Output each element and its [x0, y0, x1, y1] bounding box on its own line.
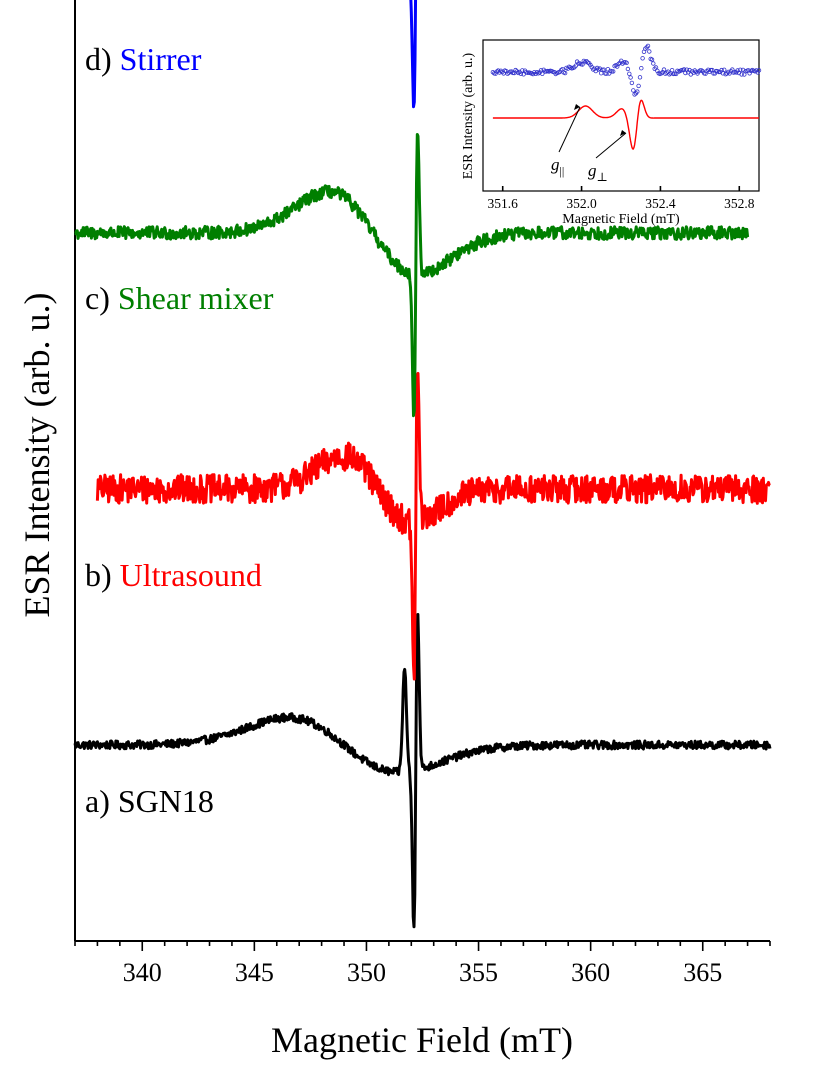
inset-data-point [738, 67, 743, 72]
inset-data-point [649, 57, 655, 62]
inset-data-point [592, 66, 597, 71]
inset-tick-label-351.6: 351.6 [488, 196, 519, 211]
inset-data-point [581, 58, 586, 64]
series-label-2: c) Shear mixer [85, 280, 274, 316]
inset-data-point [640, 56, 645, 61]
inset-data-point [627, 71, 632, 76]
inset-data-point [600, 67, 605, 72]
x-tick-label-340: 340 [123, 958, 162, 987]
series-label-1: b) Ultrasound [85, 557, 262, 593]
inset-data-point [722, 67, 727, 72]
inset-annotation-subscript-1: ⊥ [597, 170, 608, 184]
inset-data-point [727, 71, 732, 76]
inset-data-point [611, 69, 616, 74]
inset-data-point [580, 62, 585, 67]
inset-data-point [708, 67, 714, 73]
series-group [73, 0, 772, 929]
inset-data-point [691, 70, 696, 75]
inset-data-point [604, 71, 609, 76]
inset-data-point [698, 68, 703, 73]
series-line-3 [409, 0, 418, 109]
series-prefix-2: c) [85, 280, 118, 316]
inset-data-point [669, 67, 675, 73]
series-prefix-0: a) [85, 783, 118, 819]
inset-tick-label-352.0: 352.0 [566, 196, 597, 211]
inset-data-point [513, 67, 518, 73]
inset-data-point [739, 72, 744, 77]
inset-annotation-1: g⊥ [588, 161, 608, 184]
inset-data-point [652, 66, 657, 71]
inset-data-point [584, 59, 589, 64]
x-tick-label-360: 360 [571, 958, 610, 987]
inset-data-point [756, 68, 762, 73]
inset-data-point [661, 67, 667, 72]
inset-simulation-line [492, 99, 759, 150]
inset-data-point [629, 80, 635, 86]
inset-annotation-symbol-1: g [588, 161, 597, 180]
inset-annotation-arrowhead-1 [620, 130, 626, 136]
inset-data-point [637, 75, 643, 80]
inset-annotation-arrow-0 [558, 106, 581, 153]
series-name-2: Shear mixer [118, 280, 274, 316]
inset-data-point [712, 71, 718, 76]
inset-data-point [636, 83, 641, 89]
series-name-0: SGN18 [118, 783, 214, 819]
inset-annotation-symbol-0: g [551, 155, 560, 174]
x-tick-label-365: 365 [683, 958, 722, 987]
inset-data-point [562, 70, 568, 76]
series-labels: a) SGN18 b) Ultrasound c) Shear mixer d) St… [85, 41, 274, 819]
inset-data-point [625, 66, 631, 72]
inset-x-ticks: 351.6 352.0 352.4 352.8 [488, 186, 755, 211]
inset-y-axis-title: ESR Intensity (arb. u.) [461, 52, 476, 179]
x-tick-label-355: 355 [459, 958, 498, 987]
inset-frame [482, 39, 760, 192]
inset-tick-label-352.8: 352.8 [724, 196, 755, 211]
series-line-1 [95, 371, 771, 681]
inset-data-point [540, 71, 545, 76]
inset-annotation-arrowhead-0 [574, 104, 580, 110]
x-ticks: 340 345 350 355 360 365 [74, 941, 771, 987]
inset-data-point [651, 61, 656, 66]
inset-data-point [635, 89, 640, 94]
series-name-1: Ultrasound [120, 557, 262, 593]
inset-data-point [542, 69, 548, 74]
inset-data-point [631, 88, 636, 93]
inset-data-point [498, 68, 504, 73]
inset-data-point [639, 65, 644, 71]
series-line-2 [74, 133, 750, 418]
series-label-0: a) SGN18 [85, 783, 214, 819]
x-axis-title: Magnetic Field (mT) [271, 1020, 573, 1060]
inset-data-point [609, 69, 615, 74]
series-name-3: Stirrer [120, 41, 202, 77]
inset-data-point [647, 49, 652, 54]
inset-data-point [645, 43, 651, 49]
y-axis-title: ESR Intensity (arb. u.) [17, 293, 57, 618]
inset-data-point [624, 60, 629, 65]
inset-data-point [573, 63, 578, 68]
series-label-3: d) Stirrer [85, 41, 202, 77]
series-line-0 [73, 613, 772, 929]
inset-series [490, 43, 762, 150]
inset-data-point [655, 68, 660, 74]
series-prefix-3: d) [85, 41, 120, 77]
inset-tick-label-352.4: 352.4 [645, 196, 676, 211]
series-prefix-1: b) [85, 557, 120, 593]
inset-data-point [628, 75, 633, 80]
inset-data-point [711, 71, 716, 76]
inset-data-point [520, 68, 525, 73]
inset-x-axis-title: Magnetic Field (mT) [562, 212, 680, 227]
inset-annotations: g||g⊥ [551, 104, 627, 184]
x-tick-label-350: 350 [347, 958, 386, 987]
inset-annotation-subscript-0: || [560, 164, 565, 178]
inset-annotation-0: g|| [551, 155, 564, 178]
inset-data-point [510, 70, 516, 76]
x-tick-label-345: 345 [235, 958, 274, 987]
main-plot-area: 340 345 350 355 360 365 a) SGN18 b) Ultrasound… [17, 0, 772, 1060]
inset-data-point [601, 67, 607, 72]
inset-annotation-arrow-1 [595, 132, 627, 159]
